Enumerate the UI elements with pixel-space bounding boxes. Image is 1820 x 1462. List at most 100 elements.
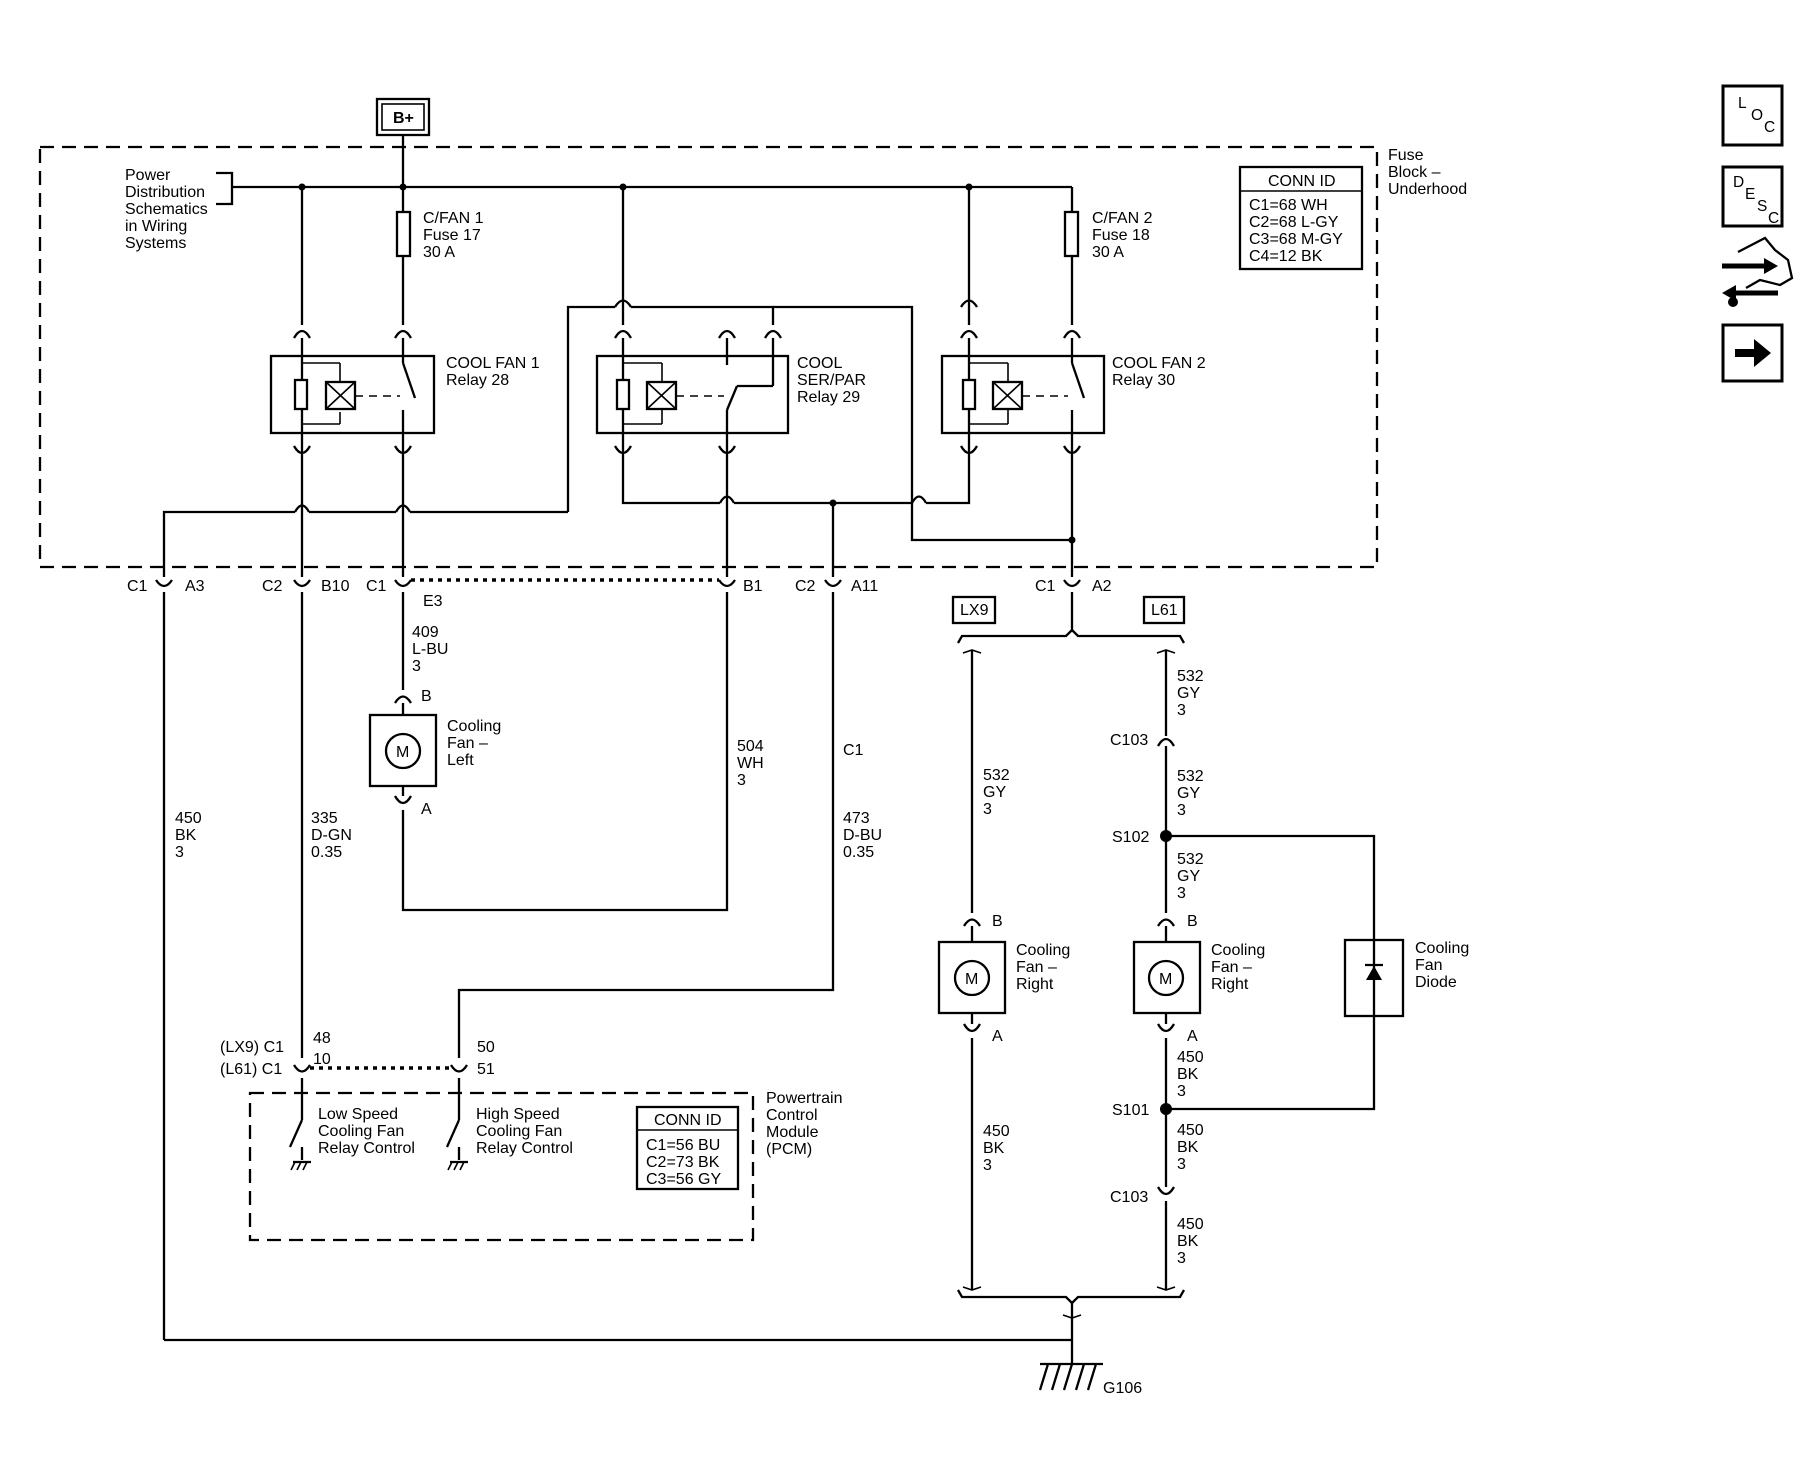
wire-532-a-label: GY bbox=[1177, 685, 1200, 702]
svg-text:B: B bbox=[421, 688, 432, 705]
wire-473-label: D-BU bbox=[843, 827, 882, 844]
loc-icon[interactable]: L O C bbox=[1721, 84, 1784, 147]
wire-532-b-label: 532 bbox=[1177, 768, 1204, 785]
svg-text:50: 50 bbox=[477, 1039, 495, 1056]
cooling-fan-right-lx9: B M A Cooling Fan – Right bbox=[937, 913, 1070, 1045]
svg-text:C4=12 BK: C4=12 BK bbox=[1249, 248, 1323, 265]
svg-text:O: O bbox=[1751, 107, 1763, 124]
svg-text:A: A bbox=[421, 801, 432, 818]
svg-text:Relay 30: Relay 30 bbox=[1112, 372, 1175, 389]
wire-532-lx9-label: 532 bbox=[983, 767, 1010, 784]
connector-c103-bottom: C103 bbox=[1110, 1186, 1175, 1206]
svg-text:B: B bbox=[992, 913, 1003, 930]
svg-text:Diode: Diode bbox=[1415, 974, 1457, 991]
wire-450-a-label: 3 bbox=[1177, 1083, 1186, 1100]
wire-450-lx9-label: BK bbox=[983, 1140, 1005, 1157]
svg-text:Relay Control: Relay Control bbox=[476, 1140, 573, 1157]
svg-text:C103: C103 bbox=[1110, 1189, 1148, 1206]
connector-c103-top: C103 bbox=[1110, 732, 1175, 749]
wire-335-label: D-GN bbox=[311, 827, 352, 844]
option-l61: L61 bbox=[1142, 595, 1186, 625]
svg-text:Right: Right bbox=[1211, 976, 1249, 993]
svg-text:CONN ID: CONN ID bbox=[1268, 173, 1336, 190]
svg-text:M: M bbox=[965, 971, 978, 988]
cooling-fan-left: B M A Cooling Fan – Left bbox=[368, 688, 501, 818]
svg-text:C1=68 WH: C1=68 WH bbox=[1249, 197, 1328, 214]
svg-text:(L61) C1: (L61) C1 bbox=[220, 1061, 282, 1078]
fuse-block-name-1: Fuse bbox=[1388, 147, 1424, 164]
fuse-block-name-2: Block – bbox=[1388, 164, 1441, 181]
svg-text:A11: A11 bbox=[851, 578, 878, 595]
svg-text:Fuse 18: Fuse 18 bbox=[1092, 227, 1150, 244]
svg-text:30 A: 30 A bbox=[1092, 244, 1124, 261]
svg-text:Relay 28: Relay 28 bbox=[446, 372, 509, 389]
wire-473-connector-label: C1 bbox=[843, 742, 864, 759]
wire-532-c-label: 532 bbox=[1177, 851, 1204, 868]
splice-s102: S102 bbox=[1112, 829, 1172, 846]
wire-450-c-label: BK bbox=[1177, 1233, 1199, 1250]
svg-text:Fan –: Fan – bbox=[1211, 959, 1252, 976]
svg-text:C: C bbox=[1764, 119, 1775, 136]
wire-532-a-label: 3 bbox=[1177, 702, 1186, 719]
svg-text:Left: Left bbox=[447, 752, 474, 769]
fuse-block-conn-id: CONN ID C1=68 WH C2=68 L-GY C3=68 M-GY C… bbox=[1238, 165, 1364, 271]
power-distribution-note: Power Distribution Schematics in Wiring … bbox=[125, 167, 1072, 252]
svg-text:Cooling: Cooling bbox=[1016, 942, 1070, 959]
connector-end-view-icon[interactable] bbox=[1722, 236, 1794, 307]
svg-text:COOL: COOL bbox=[797, 355, 842, 372]
svg-text:Fuse 17: Fuse 17 bbox=[423, 227, 481, 244]
svg-text:C3=68 M-GY: C3=68 M-GY bbox=[1249, 231, 1343, 248]
pcm-name: Module bbox=[766, 1124, 819, 1141]
wire-335-label: 0.35 bbox=[311, 844, 342, 861]
pcm-connectors: (LX9) C1 (L61) C1 48 10 50 51 bbox=[220, 1030, 495, 1078]
connector-c1-a2: C1 A2 bbox=[1035, 578, 1112, 595]
fuse-17: C/FAN 1 Fuse 17 30 A bbox=[395, 187, 484, 325]
svg-text:Fan –: Fan – bbox=[447, 735, 488, 752]
option-lx9: LX9 bbox=[951, 595, 997, 625]
svg-text:C2=73 BK: C2=73 BK bbox=[646, 1154, 720, 1171]
svg-text:C2: C2 bbox=[262, 578, 283, 595]
fuse-block-boundary bbox=[38, 145, 1379, 569]
svg-text:C1: C1 bbox=[1035, 578, 1056, 595]
pcm-boundary bbox=[248, 1091, 755, 1242]
svg-text:SER/PAR: SER/PAR bbox=[797, 372, 866, 389]
svg-text:B: B bbox=[1187, 913, 1198, 930]
svg-text:Cooling: Cooling bbox=[1211, 942, 1265, 959]
wire-532-b-label: GY bbox=[1177, 785, 1200, 802]
connector-c2-b10: C2 B10 bbox=[262, 578, 350, 595]
next-arrow-icon[interactable] bbox=[1721, 323, 1784, 383]
svg-text:C/FAN 2: C/FAN 2 bbox=[1092, 210, 1153, 227]
wire-409-label: L-BU bbox=[412, 641, 448, 658]
svg-text:C103: C103 bbox=[1110, 732, 1148, 749]
svg-text:C1=56 BU: C1=56 BU bbox=[646, 1137, 720, 1154]
svg-text:C1: C1 bbox=[127, 578, 148, 595]
svg-text:C2: C2 bbox=[795, 578, 816, 595]
wire-450-c-label: 3 bbox=[1177, 1250, 1186, 1267]
wire-504-label: 3 bbox=[737, 772, 746, 789]
wire-504-label: WH bbox=[737, 755, 764, 772]
svg-text:B10: B10 bbox=[321, 578, 350, 595]
wire-450-label: 3 bbox=[175, 844, 184, 861]
svg-text:A: A bbox=[1187, 1028, 1198, 1045]
wire-450-c-label: 450 bbox=[1177, 1216, 1204, 1233]
svg-text:Fan: Fan bbox=[1415, 957, 1443, 974]
svg-text:S101: S101 bbox=[1112, 1102, 1149, 1119]
wire-532-c-label: 3 bbox=[1177, 885, 1186, 902]
svg-text:LX9: LX9 bbox=[960, 602, 989, 619]
svg-text:Low Speed: Low Speed bbox=[318, 1106, 398, 1123]
connector-c2-a11: C2 A11 bbox=[795, 578, 878, 595]
svg-text:Cooling: Cooling bbox=[447, 718, 501, 735]
svg-text:30 A: 30 A bbox=[423, 244, 455, 261]
relay-30: COOL FAN 2 Relay 30 bbox=[940, 329, 1206, 455]
svg-text:E3: E3 bbox=[423, 593, 443, 610]
desc-icon[interactable]: D E S C bbox=[1721, 165, 1784, 228]
wire-409-label: 3 bbox=[412, 658, 421, 675]
wire-409-label: 409 bbox=[412, 624, 439, 641]
svg-text:E: E bbox=[1745, 186, 1755, 203]
wire-473-label: 473 bbox=[843, 810, 870, 827]
svg-text:51: 51 bbox=[477, 1061, 495, 1078]
svg-text:Fan –: Fan – bbox=[1016, 959, 1057, 976]
wire-450-b-label: 3 bbox=[1177, 1156, 1186, 1173]
svg-text:S102: S102 bbox=[1112, 829, 1149, 846]
